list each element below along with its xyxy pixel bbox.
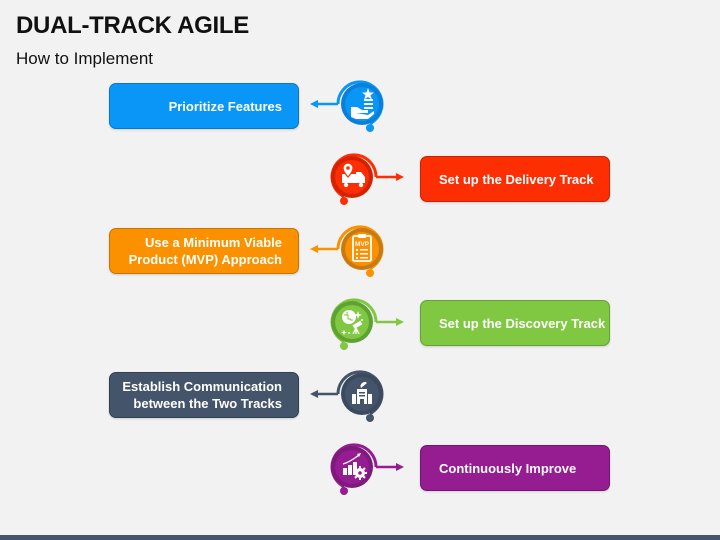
step-box-mvp-approach: Use a Minimum Viable Product (MVP) Appro… [109,228,299,274]
step-box-discovery-track: Set up the Discovery Track [420,300,610,346]
step-circle-mvp-approach: MVP [310,217,392,281]
mvp-clipboard-icon: MVP [352,234,372,262]
step-box-communication: Establish Communication between the Two … [109,372,299,418]
step-box-prioritize-features: Prioritize Features [109,83,299,129]
step-label: Set up the Delivery Track [439,171,594,187]
step-circle-prioritize-features [310,72,392,136]
telescope-discovery-icon [341,310,363,335]
step-circle-discovery-track [322,290,404,354]
step-circle-delivery-track [322,145,404,209]
svg-text:MVP: MVP [355,241,370,248]
delivery-truck-location-icon [342,162,365,188]
step-label: Establish Communication between the Two … [122,379,282,411]
footer-bar [0,535,720,540]
step-box-continuously-improve: Continuously Improve [420,445,610,491]
step-box-delivery-track: Set up the Delivery Track [420,156,610,202]
step-circle-continuously-improve [322,435,404,499]
step-circle-communication [310,362,392,426]
step-label: Set up the Discovery Track [439,315,606,331]
step-label: Continuously Improve [439,460,577,476]
page-subtitle: How to Implement [16,49,153,68]
growth-chart-gear-icon [342,453,367,480]
page-title: DUAL-TRACK AGILE [16,12,249,39]
step-label: Use a Minimum Viable Product (MVP) Appro… [128,235,282,267]
step-label: Prioritize Features [168,98,282,114]
hand-star-list-icon [351,88,374,119]
communication-building-icon [352,381,372,404]
